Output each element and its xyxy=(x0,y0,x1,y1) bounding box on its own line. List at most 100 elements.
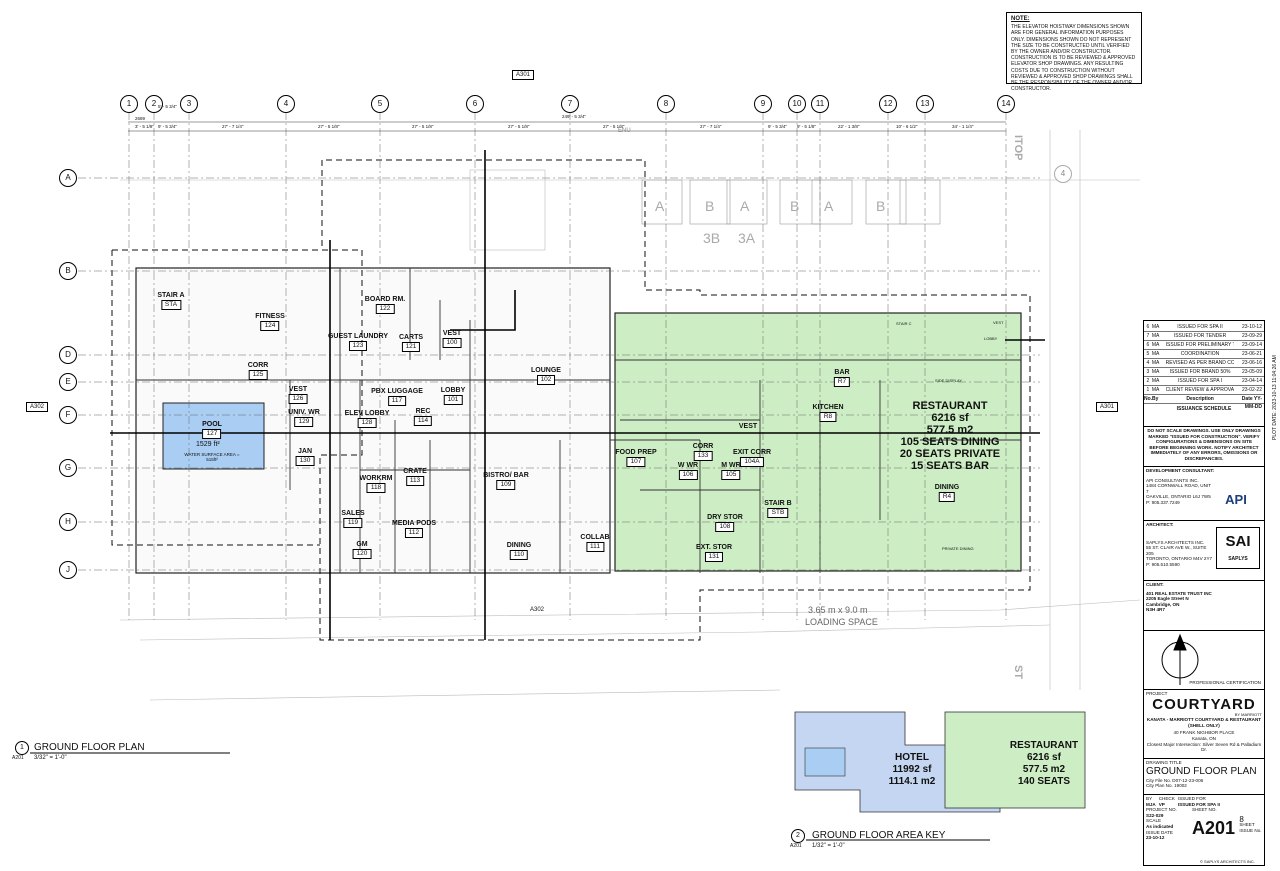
restaurant-seats-private: 20 SEATS PRIVATE xyxy=(899,448,1001,460)
dimension-label: 27' - 5 1/8" xyxy=(603,124,625,129)
parking-stall-label: A xyxy=(655,198,665,214)
room-number: R7 xyxy=(833,377,851,387)
client-line-3: N3H 4R7 xyxy=(1146,607,1165,613)
room-number: 119 xyxy=(343,518,363,528)
room-name: VEST xyxy=(442,330,462,337)
grid-bubble-row: B xyxy=(59,262,77,280)
room-name: SALES xyxy=(341,510,365,517)
revision-no: 3 xyxy=(1146,369,1150,375)
room-name: CRATE xyxy=(403,468,427,475)
client-line-2: Cambridge, ON xyxy=(1146,601,1180,607)
grid-bubble-col: 12 xyxy=(879,95,897,113)
plan2-scale: 1/32" = 1'-0" xyxy=(812,843,845,849)
arch-line-1: 55 ST. CLAIR AVE W., SUITE 205 xyxy=(1146,545,1207,556)
revision-by: MA xyxy=(1151,324,1160,330)
room-number: 118 xyxy=(366,483,386,493)
key-hotel-m2: 1114.1 m2 xyxy=(888,776,936,787)
room-label: VEST xyxy=(739,423,757,431)
room-number: 101 xyxy=(443,395,463,405)
dev-consultant: DEVELOPMENT CONSULTANT: API CONSULTANTS … xyxy=(1144,466,1264,518)
section-ref-bottom: A302 xyxy=(530,607,545,613)
parking-stall-label: B xyxy=(790,198,800,214)
project-label: PROJECT xyxy=(1146,691,1168,696)
pool-area: 1529 ft² xyxy=(196,441,220,448)
issuance-schedule: ISSUANCE SCHEDULE xyxy=(1176,406,1232,412)
revision-date: 23-09-29 xyxy=(1241,333,1262,339)
room-name: LOUNGE xyxy=(531,367,561,374)
room-label: BOARD RM.122 xyxy=(365,296,405,314)
parking-stall-label: 3A xyxy=(738,230,756,246)
room-number: 114 xyxy=(413,416,433,426)
arch-line-0: SAPLYS ARCHITECTS INC. xyxy=(1146,539,1205,545)
room-name: BOARD RM. xyxy=(364,296,406,303)
revision-date: 23-05-09 xyxy=(1241,369,1262,375)
label-street-top: ITOP xyxy=(1012,135,1024,161)
room-name: BISTRO/ BAR xyxy=(483,472,529,479)
client-heading: CLIENT: xyxy=(1146,582,1164,587)
grid-bubble-row: A xyxy=(59,169,77,187)
room-name: STAIR B xyxy=(764,500,792,507)
revision-no: 4 xyxy=(1146,360,1150,366)
meta-date-key: ISSUE DATE xyxy=(1146,829,1173,835)
room-number: 100 xyxy=(442,338,462,348)
dimension-label: 34' - 1 1/4" xyxy=(952,124,974,129)
meta-check-val: VP xyxy=(1158,801,1165,807)
room-name: EXIT CORR xyxy=(732,449,772,456)
revision-no: 5 xyxy=(1146,351,1150,357)
project-addr-0: 40 FRANK NIGHBOR PLACE xyxy=(1173,730,1235,736)
dimension-label: 5' - 5 3/4" xyxy=(158,104,177,109)
room-number: STB xyxy=(767,508,789,518)
plan2-ref: A201 xyxy=(790,843,802,849)
plan1-num: 1 xyxy=(15,741,29,755)
revision-desc: ISSUED FOR BRAND 50% xyxy=(1169,369,1231,375)
parking-stall-label: A xyxy=(824,198,834,214)
room-number: 110 xyxy=(509,550,529,560)
revision-by: MA xyxy=(1151,333,1160,339)
dimension-label: 249' - 5 3/4" xyxy=(562,114,586,119)
room-number: 112 xyxy=(404,528,424,538)
plot-date: PLOT DATE: 2023-10-13 11:04:26 AM xyxy=(1272,355,1278,440)
room-number: 130 xyxy=(295,456,315,466)
room-name: BAR xyxy=(834,369,850,376)
grid-bubble-col: 7 xyxy=(561,95,579,113)
room-name: DINING xyxy=(506,542,532,549)
dev-line-3: P: 905.337.7249 xyxy=(1146,499,1180,505)
project-addr-2: Closest Major Intersection: Silver Seven… xyxy=(1146,741,1262,753)
grid-bubble-col: 5 xyxy=(371,95,389,113)
room-name: DINING xyxy=(934,484,960,491)
loading-label: LOADING SPACE xyxy=(805,617,878,627)
grid-bubble-row: H xyxy=(59,513,77,531)
room-name: MEDIA PODS xyxy=(391,520,437,527)
room-name: W WR xyxy=(677,462,699,469)
client-line-1: 2205 Eagle Street N xyxy=(1146,596,1189,602)
arch-heading: ARCHITECT: xyxy=(1146,522,1174,527)
dimension-label: 9' - 5 3/4" xyxy=(768,124,787,129)
dev-line-1: 1484 CORNWALL ROAD, UNIT 7 xyxy=(1146,483,1211,494)
room-number: R4 xyxy=(938,492,956,502)
label-vest: VEST xyxy=(993,320,1004,325)
arch-line-3: P: 905.510.5590 xyxy=(1146,561,1180,567)
disclaimer: DO NOT SCALE DRAWINGS. USE ONLY DRAWINGS… xyxy=(1144,426,1264,464)
grid-bubble-col: 14 xyxy=(997,95,1015,113)
grid-bubble-col: 2 xyxy=(145,95,163,113)
restaurant-label: RESTAURANT xyxy=(912,400,988,412)
revision-no: 2 xyxy=(1146,378,1150,384)
